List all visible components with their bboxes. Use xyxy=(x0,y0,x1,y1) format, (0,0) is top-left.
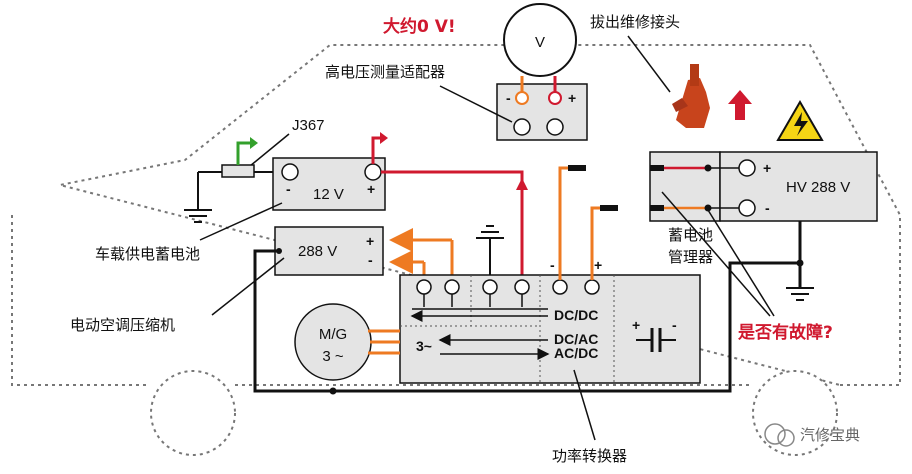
svg-text:-: - xyxy=(506,90,511,106)
ac-compressor-label: 电动空调压缩机 xyxy=(70,316,175,334)
onboard-battery-label: 车载供电蓄电池 xyxy=(95,245,200,263)
svg-text:+: + xyxy=(763,160,771,176)
wechat-icon xyxy=(764,423,786,445)
mg-label-2: 3 ~ xyxy=(322,348,344,365)
j367-sensor xyxy=(221,164,255,178)
approx-zero-label: 大约0 V! xyxy=(383,16,456,37)
hv-battery-label: HV 288 V xyxy=(786,179,850,196)
ground-icon xyxy=(476,225,504,275)
voltmeter xyxy=(503,3,577,77)
front-wheel xyxy=(150,370,236,456)
rear-wheel xyxy=(752,370,838,456)
adapter-socket-neg xyxy=(515,91,529,105)
svg-text:+: + xyxy=(366,233,374,249)
adapter-terminal-1 xyxy=(513,118,531,136)
j367-label: J367 xyxy=(292,117,325,134)
adapter-terminal-2 xyxy=(546,118,564,136)
car-outline xyxy=(11,44,901,386)
j367-signal-arrow xyxy=(236,141,252,165)
hv-adapter-label: 高电压测量适配器 xyxy=(325,63,445,81)
red-wire-12v xyxy=(381,170,524,275)
remove-plug-label: 拔出维修接头 xyxy=(590,13,680,31)
svg-text:-: - xyxy=(672,317,677,333)
dcdc-label: DC/DC xyxy=(554,307,598,323)
hv-measuring-adapter xyxy=(496,83,588,141)
pull-up-arrow-icon xyxy=(728,90,752,120)
ground-icon xyxy=(786,287,814,301)
svg-text:-: - xyxy=(765,200,770,216)
acdc-label: AC/DC xyxy=(554,345,598,361)
capacitor-icon: + - xyxy=(632,317,677,352)
battery-manager-label-1: 蓄电池 xyxy=(668,226,713,244)
svg-text:+: + xyxy=(367,181,375,197)
battery-manager-label-2: 管理器 xyxy=(668,248,713,266)
svg-text:-: - xyxy=(550,257,555,273)
power-converter xyxy=(399,274,701,384)
svg-text:+: + xyxy=(632,317,640,333)
watermark-text: 汽修宝典 xyxy=(800,426,860,444)
dcac-label: DC/AC xyxy=(554,331,598,347)
watermark: 汽修宝典 xyxy=(764,423,860,447)
three-phase-label: 3~ xyxy=(416,338,432,354)
hand-pulling-plug-icon xyxy=(672,64,710,128)
fault-question-label: 是否有故障? xyxy=(738,322,833,343)
compressor-288v-label: 288 V xyxy=(298,243,337,260)
svg-text:-: - xyxy=(368,252,373,268)
high-voltage-warning-icon xyxy=(776,100,824,141)
mg-label-1: M/G xyxy=(319,326,347,343)
battery-12v-label: 12 V xyxy=(313,186,344,203)
svg-text:-: - xyxy=(286,181,291,197)
power-converter-label: 功率转换器 xyxy=(552,447,627,465)
adapter-socket-pos xyxy=(548,91,562,105)
ground-icon xyxy=(184,209,212,223)
svg-text:+: + xyxy=(568,90,576,106)
svg-text:+: + xyxy=(594,257,602,273)
voltmeter-label: V xyxy=(535,34,545,51)
